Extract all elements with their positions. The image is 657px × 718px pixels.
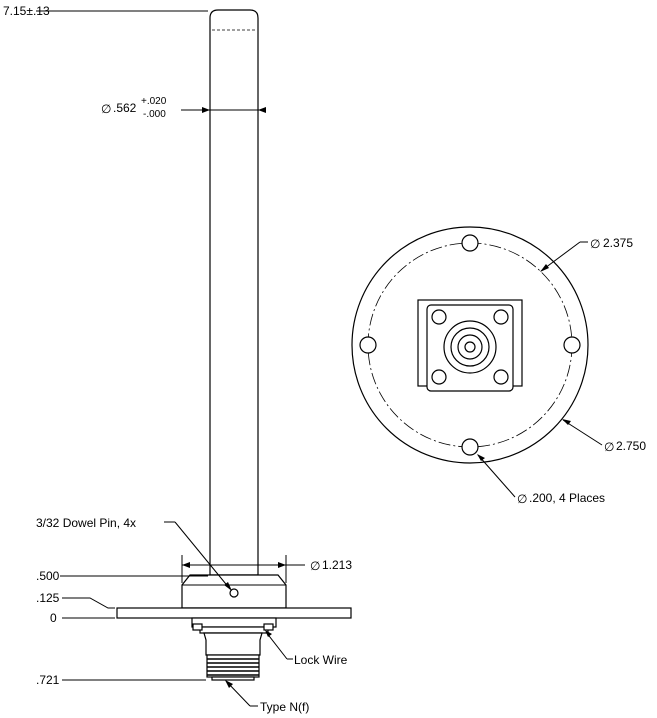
bolt-circle-label: 2.375 bbox=[603, 236, 633, 250]
flange-diameter-symbol: ∅ bbox=[604, 440, 614, 454]
whip-arrow-left bbox=[202, 107, 210, 113]
connector-face bbox=[211, 676, 255, 681]
elevation-500-label: .500 bbox=[36, 569, 60, 583]
elevation-125-label: .125 bbox=[36, 591, 60, 605]
bottom-view: ∅ 2.375 ∅ 2.750 ∅ .200, 4 Places bbox=[351, 226, 646, 506]
bolt-circle-symbol: ∅ bbox=[590, 237, 600, 251]
base-arrow-left bbox=[182, 562, 190, 568]
connector-screw-tl bbox=[431, 309, 447, 325]
connector-nut bbox=[191, 617, 277, 628]
flange-diameter-arrow bbox=[562, 419, 571, 425]
connector-screw-br bbox=[493, 369, 509, 385]
dowel-pin-leader-diag bbox=[174, 521, 231, 590]
elevation-125-line bbox=[62, 597, 115, 609]
base-diameter-label: 1.213 bbox=[322, 558, 352, 572]
flange-diameter-leader bbox=[562, 419, 603, 446]
side-view: 7.15±.13 ∅ .562 +.020 -.000 ∅ 1.213 3/32… bbox=[3, 4, 352, 714]
lock-wire-tab-left bbox=[192, 623, 203, 631]
hole-diameter-arrow bbox=[477, 454, 485, 461]
hole-diameter-leader bbox=[477, 454, 516, 498]
connector-screw-tr bbox=[493, 309, 509, 325]
base-diameter-symbol: ∅ bbox=[310, 559, 320, 573]
mounting-hole-right bbox=[563, 336, 581, 354]
elevation-721-label: .721 bbox=[36, 673, 60, 687]
dowel-pin-arrow bbox=[224, 582, 232, 591]
lock-wire-leader bbox=[265, 631, 288, 660]
lock-wire-tab-right bbox=[263, 623, 274, 631]
whip-radome bbox=[209, 9, 259, 576]
whip-tolerance-minus: -.000 bbox=[143, 109, 166, 120]
overall-height-label: 7.15±.13 bbox=[3, 4, 50, 18]
hole-diameter-symbol: ∅ bbox=[517, 492, 527, 506]
flange-diameter-label: 2.750 bbox=[616, 439, 646, 453]
whip-tolerance-plus: +.020 bbox=[141, 96, 167, 107]
connector-neck bbox=[199, 626, 269, 634]
mounting-hole-left bbox=[359, 336, 377, 354]
connector-label: Type N(f) bbox=[260, 700, 309, 714]
connector-pin bbox=[464, 341, 476, 353]
connector-arrow bbox=[225, 680, 233, 688]
lock-wire-arrow bbox=[265, 630, 272, 637]
elevation-0-label: 0 bbox=[50, 611, 57, 625]
connector-screw-bl bbox=[431, 369, 447, 385]
connector-thread-lines bbox=[207, 658, 259, 676]
flange-plate bbox=[116, 607, 352, 619]
whip-diameter-label: .562 bbox=[113, 101, 137, 115]
mounting-hole-top bbox=[461, 234, 479, 252]
whip-arrow-right bbox=[258, 107, 266, 113]
connector-body bbox=[203, 632, 263, 656]
diameter-symbol: ∅ bbox=[101, 102, 111, 116]
bolt-circle-arrow bbox=[540, 264, 549, 272]
dowel-pin-label: 3/32 Dowel Pin, 4x bbox=[36, 516, 136, 530]
base-arrow-right bbox=[278, 562, 286, 568]
mounting-hole-bottom bbox=[461, 438, 479, 456]
lock-wire-label: Lock Wire bbox=[294, 653, 348, 667]
hole-diameter-label: .200, 4 Places bbox=[529, 491, 605, 505]
